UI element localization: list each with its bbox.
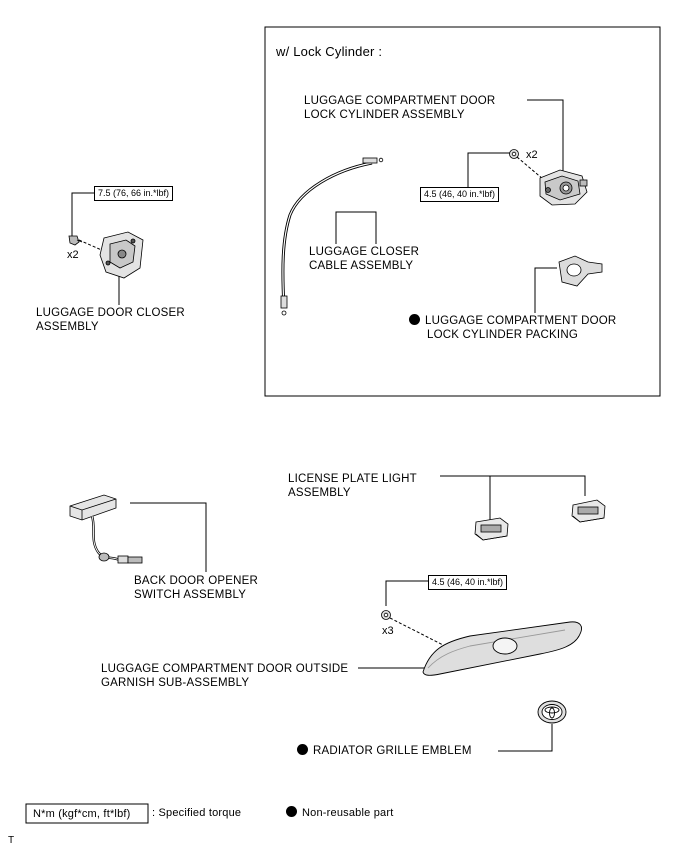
door-closer-torque: 7.5 (76, 66 in.*lbf) xyxy=(94,186,174,201)
opener-switch-label-line2: SWITCH ASSEMBLY xyxy=(134,589,247,601)
leader-emblem xyxy=(498,724,553,752)
license-light-label: LICENSE PLATE LIGHT ASSEMBLY xyxy=(288,472,417,500)
legend-torque-box: N*m (kgf*cm, ft*lbf) xyxy=(33,808,131,820)
emblem-label: RADIATOR GRILLE EMBLEM xyxy=(297,744,472,758)
opener-switch-drawing xyxy=(69,494,143,564)
license-light-label-line1: LICENSE PLATE LIGHT xyxy=(288,473,417,485)
inset-frame xyxy=(264,26,661,397)
legend-torque-desc: : Specified torque xyxy=(152,807,242,819)
packing-label-line1: LUGGAGE COMPARTMENT DOOR xyxy=(409,314,616,328)
license-light-right-drawing xyxy=(571,499,606,523)
door-closer-label-line2: ASSEMBLY xyxy=(36,321,99,333)
packing-drawing xyxy=(558,255,603,287)
door-closer-qty: x2 xyxy=(67,249,79,261)
dash-garnish xyxy=(389,617,448,648)
lock-cylinder-torque: 4.5 (46, 40 in.*lbf) xyxy=(420,187,500,202)
garnish-torque: 4.5 (46, 40 in.*lbf) xyxy=(428,575,508,590)
closer-cable-drawing xyxy=(280,157,384,316)
corner-mark: T xyxy=(8,835,15,846)
closer-bolt-drawing xyxy=(68,235,83,246)
nonreusable-icon xyxy=(286,806,297,817)
leader-garnish-torque xyxy=(385,580,428,606)
door-closer-label-line1: LUGGAGE DOOR CLOSER xyxy=(36,307,185,319)
packing-label-line2: LOCK CYLINDER PACKING xyxy=(427,329,578,341)
nonreusable-icon xyxy=(409,314,420,325)
leader-lock-cylinder xyxy=(527,99,564,172)
opener-switch-label-line1: BACK DOOR OPENER xyxy=(134,575,258,587)
garnish-label: LUGGAGE COMPARTMENT DOOR OUTSIDE GARNISH… xyxy=(101,662,348,690)
leader-opener-switch xyxy=(130,502,207,572)
door-closer-label: LUGGAGE DOOR CLOSER ASSEMBLY xyxy=(36,306,185,334)
emblem-label-text: RADIATOR GRILLE EMBLEM xyxy=(313,745,472,757)
closer-cable-label-line1: LUGGAGE CLOSER xyxy=(309,246,420,258)
inset-title: w/ Lock Cylinder : xyxy=(276,44,383,59)
nonreusable-icon xyxy=(297,744,308,755)
legend-torque-frame xyxy=(25,803,149,824)
leader-closer-cable xyxy=(335,211,377,244)
license-light-label-line2: ASSEMBLY xyxy=(288,487,351,499)
opener-switch-label: BACK DOOR OPENER SWITCH ASSEMBLY xyxy=(134,574,258,602)
lock-cylinder-drawing xyxy=(539,169,588,206)
door-closer-drawing xyxy=(99,231,144,279)
garnish-label-line2: GARNISH SUB-ASSEMBLY xyxy=(101,677,250,689)
license-light-left-drawing xyxy=(474,517,509,541)
lock-bolt-drawing xyxy=(509,149,519,159)
garnish-drawing xyxy=(422,621,582,676)
legend-nonreusable-text: Non-reusable part xyxy=(302,807,394,819)
emblem-drawing xyxy=(537,700,567,724)
lock-cylinder-qty: x2 xyxy=(526,149,538,161)
closer-cable-label-line2: CABLE ASSEMBLY xyxy=(309,260,414,272)
packing-label: LUGGAGE COMPARTMENT DOOR LOCK CYLINDER P… xyxy=(409,314,616,342)
garnish-qty: x3 xyxy=(382,625,394,637)
closer-cable-label: LUGGAGE CLOSER CABLE ASSEMBLY xyxy=(309,245,419,273)
lock-cylinder-label: LUGGAGE COMPARTMENT DOOR LOCK CYLINDER A… xyxy=(304,94,495,122)
lock-cylinder-label-line1: LUGGAGE COMPARTMENT DOOR xyxy=(304,95,496,107)
garnish-nut-drawing xyxy=(381,610,391,620)
leader-license-right xyxy=(440,475,586,496)
legend-nonreusable: Non-reusable part xyxy=(286,806,393,820)
garnish-label-line1: LUGGAGE COMPARTMENT DOOR OUTSIDE xyxy=(101,663,349,675)
leader-packing xyxy=(534,267,557,313)
lock-cylinder-label-line2: LOCK CYLINDER ASSEMBLY xyxy=(304,109,465,121)
leader-lock-cylinder-torque xyxy=(467,152,510,187)
leader-closer-torque xyxy=(71,192,94,237)
